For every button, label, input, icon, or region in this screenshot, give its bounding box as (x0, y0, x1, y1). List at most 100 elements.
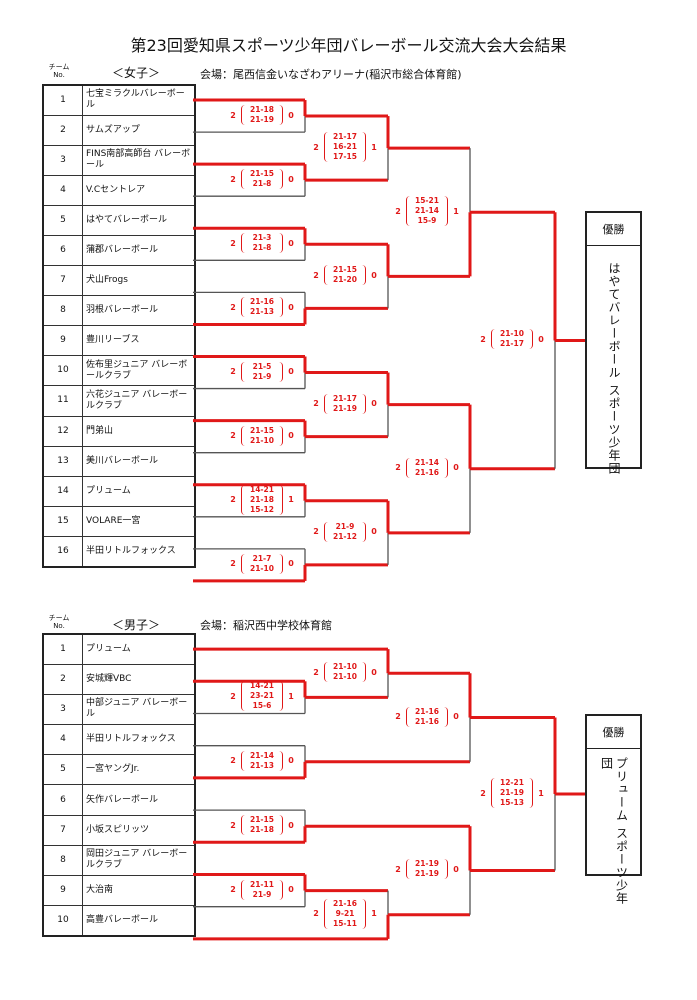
loser-sets-won: 0 (288, 756, 294, 766)
team-number: 15 (42, 505, 83, 537)
winner-sets-won: 2 (230, 495, 236, 505)
set-score: 21-14 (415, 206, 439, 216)
set-score: 21-15 (250, 169, 274, 179)
loser-sets-won: 0 (288, 110, 294, 120)
loser-sets-won: 0 (288, 238, 294, 248)
team-number: 6 (42, 234, 83, 267)
set-score: 21-19 (415, 859, 439, 869)
set-score: 21-16 (333, 898, 357, 908)
team-number: 14 (42, 475, 83, 507)
loser-sets-won: 0 (288, 302, 294, 312)
set-score: 21-5 (252, 361, 272, 371)
set-score: 21-12 (333, 531, 357, 541)
winner-sets-won: 2 (480, 788, 486, 798)
loser-sets-won: 0 (288, 367, 294, 377)
winner-sets-won: 2 (230, 302, 236, 312)
set-score: 21-13 (250, 307, 274, 317)
team-name: 高豊バレーボール (82, 905, 196, 937)
set-score: 21-17 (333, 132, 357, 142)
winner-sets-won: 2 (313, 527, 319, 537)
girls-champion-box: 優勝 はやてバレーボール スポーツ少年団 (585, 211, 642, 475)
set-score: 21-16 (250, 297, 274, 307)
set-score: 16-21 (333, 142, 357, 152)
girls-division-label: ＜女子＞ (112, 66, 161, 80)
team-name: 半田リトルフォックス (82, 535, 196, 568)
winner-sets-won: 2 (313, 909, 319, 919)
set-score: 21-8 (252, 179, 272, 189)
winner-sets-won: 2 (395, 206, 401, 216)
set-score: 23-21 (250, 691, 274, 701)
set-score: 21-11 (250, 879, 274, 889)
loser-sets-won: 0 (453, 864, 459, 874)
winner-sets-won: 2 (230, 174, 236, 184)
set-score: 21-17 (333, 393, 357, 403)
winner-sets-won: 2 (230, 691, 236, 701)
loser-sets-won: 1 (288, 691, 294, 701)
set-score: 21-10 (333, 662, 357, 672)
set-score: 21-17 (500, 339, 524, 349)
set-score: 21-13 (250, 760, 274, 770)
team-number: 8 (42, 295, 83, 327)
winner-sets-won: 2 (480, 334, 486, 344)
team-number: 6 (42, 784, 83, 816)
winner-sets-won: 2 (395, 712, 401, 722)
winner-sets-won: 2 (230, 431, 236, 441)
team-number: 8 (42, 844, 83, 877)
team-no-header-girls: チーム No. (48, 63, 70, 79)
team-name: FINS南部高師台 バレーボール (82, 144, 196, 176)
team-number: 5 (42, 754, 83, 786)
loser-sets-won: 0 (288, 820, 294, 830)
set-score: 21-20 (333, 275, 357, 285)
loser-sets-won: 0 (288, 559, 294, 569)
set-score: 21-8 (252, 243, 272, 253)
winner-sets-won: 2 (230, 367, 236, 377)
winner-sets-won: 2 (313, 270, 319, 280)
loser-sets-won: 0 (288, 431, 294, 441)
loser-sets-won: 0 (453, 463, 459, 473)
set-score: 15-6 (252, 701, 272, 711)
set-score: 21-3 (252, 233, 272, 243)
loser-sets-won: 0 (371, 527, 377, 537)
team-name: 中部ジュニア バレーボール (82, 693, 196, 726)
set-score: 21-10 (250, 435, 274, 445)
team-number: 10 (42, 355, 83, 387)
girls-champion-label: 優勝 (587, 213, 640, 246)
